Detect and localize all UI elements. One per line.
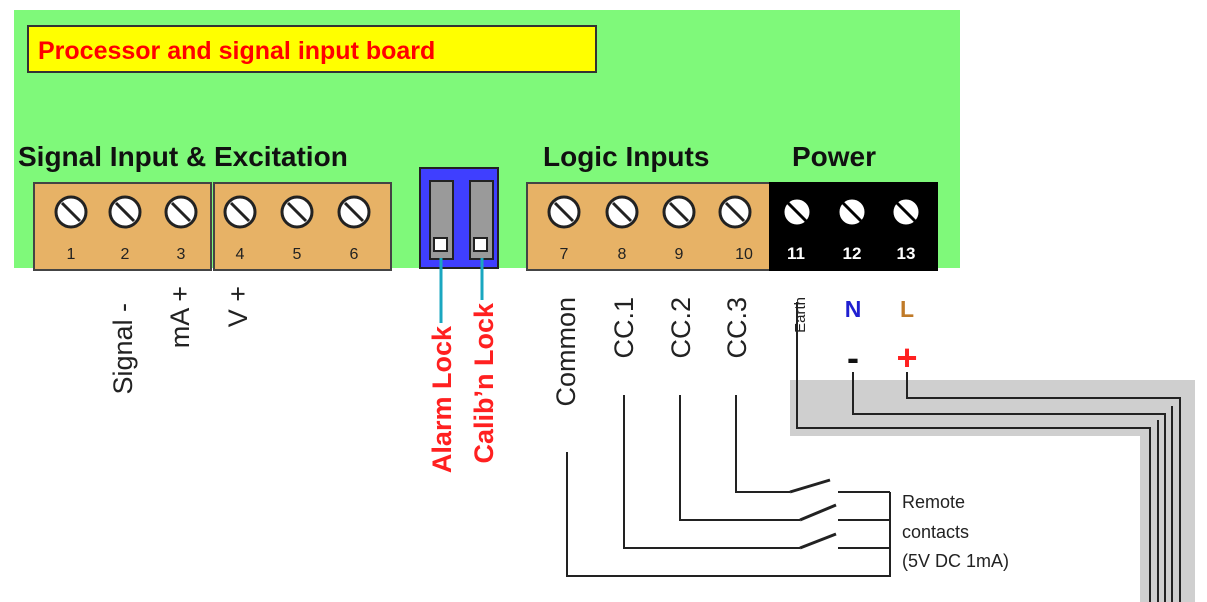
screw-terminal-6 bbox=[337, 195, 371, 229]
screw-terminal-2 bbox=[108, 195, 142, 229]
terminal-number: 4 bbox=[236, 246, 245, 263]
cc1-wire bbox=[623, 395, 800, 549]
neutral-label: N bbox=[845, 296, 862, 322]
v-plus-label: V + bbox=[223, 286, 253, 327]
contact-cc3 bbox=[789, 478, 831, 494]
screw-terminal-9 bbox=[662, 195, 696, 229]
terminal-number: 5 bbox=[293, 246, 302, 263]
screw-terminal-4 bbox=[223, 195, 257, 229]
screw-terminal-1 bbox=[54, 195, 88, 229]
signal-input-header: Signal Input & Excitation bbox=[18, 141, 348, 172]
cc2-label: CC.2 bbox=[666, 297, 696, 359]
earth-wire bbox=[796, 302, 1151, 602]
cc3-label: CC.3 bbox=[722, 297, 752, 359]
logic-inputs-header: Logic Inputs bbox=[543, 141, 709, 172]
terminal-number: 13 bbox=[897, 244, 916, 263]
screw-terminal-8 bbox=[605, 195, 639, 229]
plus-sign: + bbox=[896, 337, 917, 378]
board-title-box bbox=[27, 25, 597, 73]
terminal-number: 11 bbox=[787, 244, 805, 263]
terminal-number: 10 bbox=[735, 246, 753, 263]
screw-terminal-12 bbox=[836, 196, 868, 228]
calib-lock-label: Calib’n Lock bbox=[469, 302, 499, 464]
screw-terminal-10 bbox=[718, 195, 752, 229]
remote-label-1: Remote bbox=[902, 492, 965, 512]
cable-bundle bbox=[790, 380, 1195, 602]
board-title: Processor and signal input board bbox=[38, 37, 435, 65]
screw-terminal-11 bbox=[781, 196, 813, 228]
cc1-label: CC.1 bbox=[609, 297, 639, 359]
power-header: Power bbox=[792, 141, 876, 172]
terminal-number: 7 bbox=[560, 246, 569, 263]
remote-label-2: contacts bbox=[902, 522, 969, 542]
terminal-number: 9 bbox=[675, 246, 684, 263]
alarm-lock-label: Alarm Lock bbox=[427, 325, 457, 473]
terminal-number: 2 bbox=[121, 246, 130, 263]
alarm-lock-switch-knob bbox=[433, 237, 448, 252]
common-wire bbox=[566, 452, 890, 577]
terminal-number: 12 bbox=[843, 244, 862, 263]
common-label: Common bbox=[551, 297, 581, 407]
earth-label: Earth bbox=[792, 297, 809, 333]
contact-cc1 bbox=[799, 532, 837, 550]
remote-label-3: (5V DC 1mA) bbox=[902, 551, 1009, 571]
ma-plus-label: mA + bbox=[165, 286, 195, 348]
screw-terminal-3 bbox=[164, 195, 198, 229]
cc3-wire bbox=[735, 395, 790, 493]
screw-terminal-7 bbox=[547, 195, 581, 229]
terminal-number: 1 bbox=[67, 246, 76, 263]
signal-minus-label: Signal - bbox=[108, 303, 138, 395]
terminal-number: 8 bbox=[618, 246, 627, 263]
screw-terminal-5 bbox=[280, 195, 314, 229]
live-label: L bbox=[900, 296, 914, 322]
screw-terminal-13 bbox=[890, 196, 922, 228]
terminal-number: 3 bbox=[177, 246, 186, 263]
minus-sign: - bbox=[847, 337, 859, 378]
cc2-wire bbox=[679, 395, 800, 521]
neutral-wire bbox=[852, 372, 1166, 602]
calib-lock-switch-knob bbox=[473, 237, 488, 252]
contact-cc2 bbox=[799, 503, 837, 522]
terminal-number: 6 bbox=[350, 246, 359, 263]
live-wire bbox=[906, 372, 1181, 602]
